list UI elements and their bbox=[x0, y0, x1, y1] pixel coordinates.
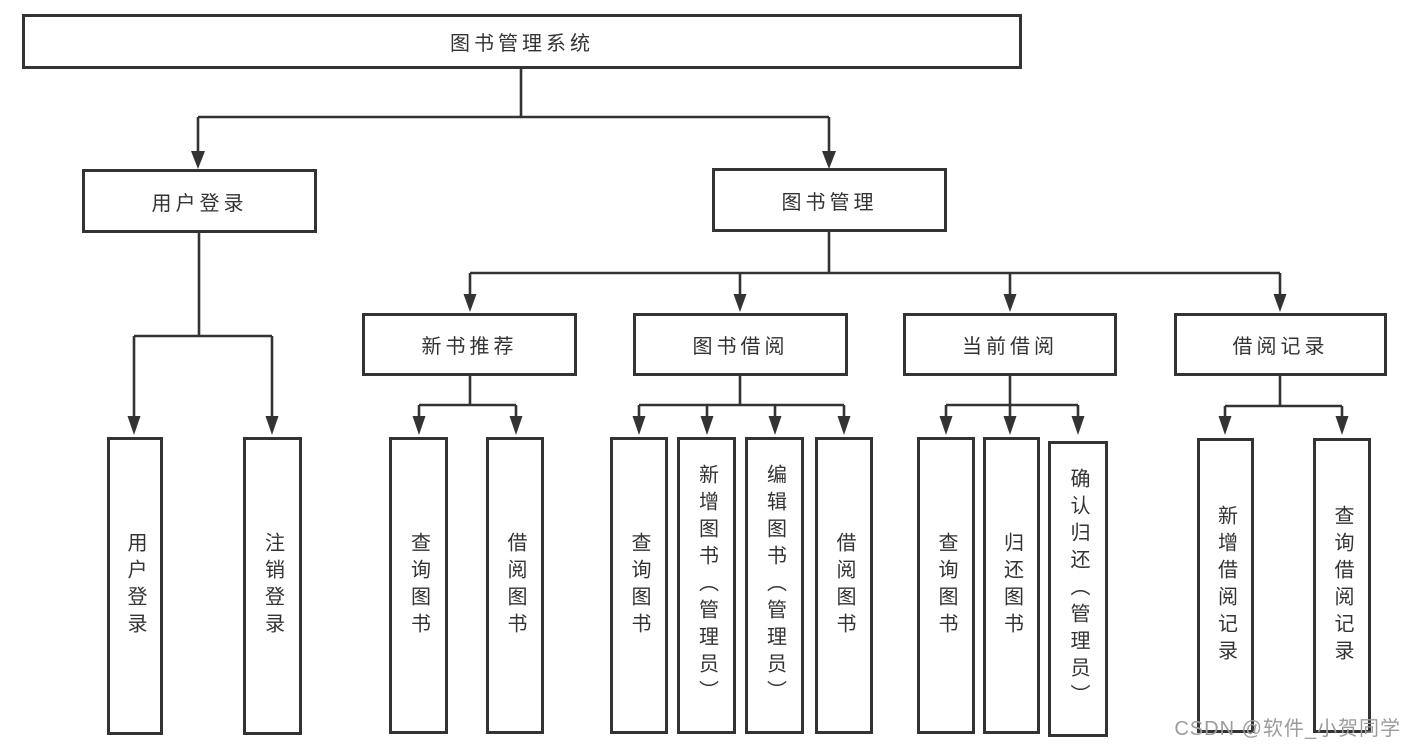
leaf-bb-edit-books-admin-label: 编辑图书（管理员） bbox=[763, 464, 786, 707]
leaf-cb-query-books: 查询图书 bbox=[917, 437, 975, 734]
node-book-borrow: 图书借阅 bbox=[633, 313, 848, 376]
leaf-user-login: 用户登录 bbox=[107, 437, 163, 735]
leaf-bb-borrow-books: 借阅图书 bbox=[815, 437, 873, 734]
leaf-bb-edit-books-admin: 编辑图书（管理员） bbox=[745, 437, 804, 734]
leaf-logout: 注销登录 bbox=[243, 437, 302, 735]
node-new-book-recommend: 新书推荐 bbox=[362, 313, 577, 376]
leaf-cb-confirm-return-admin: 确认归还（管理员） bbox=[1048, 441, 1108, 737]
node-new-book-recommend-label: 新书推荐 bbox=[421, 336, 518, 358]
watermark: CSDN @软件_小贺同学 bbox=[1174, 718, 1401, 740]
leaf-br-add-record: 新增借阅记录 bbox=[1197, 438, 1254, 733]
leaf-br-query-record-label: 查询借阅记录 bbox=[1331, 504, 1353, 667]
leaf-bb-query-books: 查询图书 bbox=[610, 437, 668, 734]
leaf-bb-add-books-admin: 新增图书（管理员） bbox=[677, 437, 736, 734]
node-book-management: 图书管理 bbox=[712, 168, 947, 232]
leaf-logout-label: 注销登录 bbox=[261, 532, 284, 640]
node-user-login: 用户登录 bbox=[82, 169, 317, 233]
leaf-cb-confirm-return-admin-label: 确认归还（管理员） bbox=[1067, 467, 1089, 711]
leaf-nbr-borrow-books: 借阅图书 bbox=[486, 437, 544, 734]
leaf-cb-return-books-label: 归还图书 bbox=[1000, 531, 1023, 640]
leaf-br-add-record-label: 新增借阅记录 bbox=[1214, 504, 1237, 667]
node-book-borrow-label: 图书借阅 bbox=[692, 336, 789, 358]
node-current-borrow: 当前借阅 bbox=[903, 313, 1117, 376]
leaf-bb-borrow-books-label: 借阅图书 bbox=[833, 531, 855, 640]
leaf-bb-add-books-admin-label: 新增图书（管理员） bbox=[695, 464, 718, 707]
connector-lines bbox=[132, 69, 1344, 417]
leaf-nbr-query-books: 查询图书 bbox=[389, 437, 448, 734]
node-book-management-label: 图书管理 bbox=[781, 191, 878, 214]
node-borrow-records-label: 借阅记录 bbox=[1232, 336, 1329, 358]
leaf-cb-return-books: 归还图书 bbox=[983, 437, 1040, 734]
node-root: 图书管理系统 bbox=[22, 14, 1022, 69]
node-user-login-label: 用户登录 bbox=[151, 192, 248, 215]
leaf-nbr-borrow-books-label: 借阅图书 bbox=[504, 531, 526, 640]
connector-arrowheads bbox=[127, 151, 1349, 435]
leaf-br-query-record: 查询借阅记录 bbox=[1313, 438, 1371, 733]
leaf-bb-query-books-label: 查询图书 bbox=[628, 531, 650, 640]
node-root-label: 图书管理系统 bbox=[450, 33, 594, 55]
node-current-borrow-label: 当前借阅 bbox=[962, 336, 1058, 358]
leaf-nbr-query-books-label: 查询图书 bbox=[407, 531, 430, 640]
leaf-cb-query-books-label: 查询图书 bbox=[935, 531, 957, 640]
leaf-user-login-label: 用户登录 bbox=[124, 532, 146, 640]
node-borrow-records: 借阅记录 bbox=[1174, 313, 1387, 376]
